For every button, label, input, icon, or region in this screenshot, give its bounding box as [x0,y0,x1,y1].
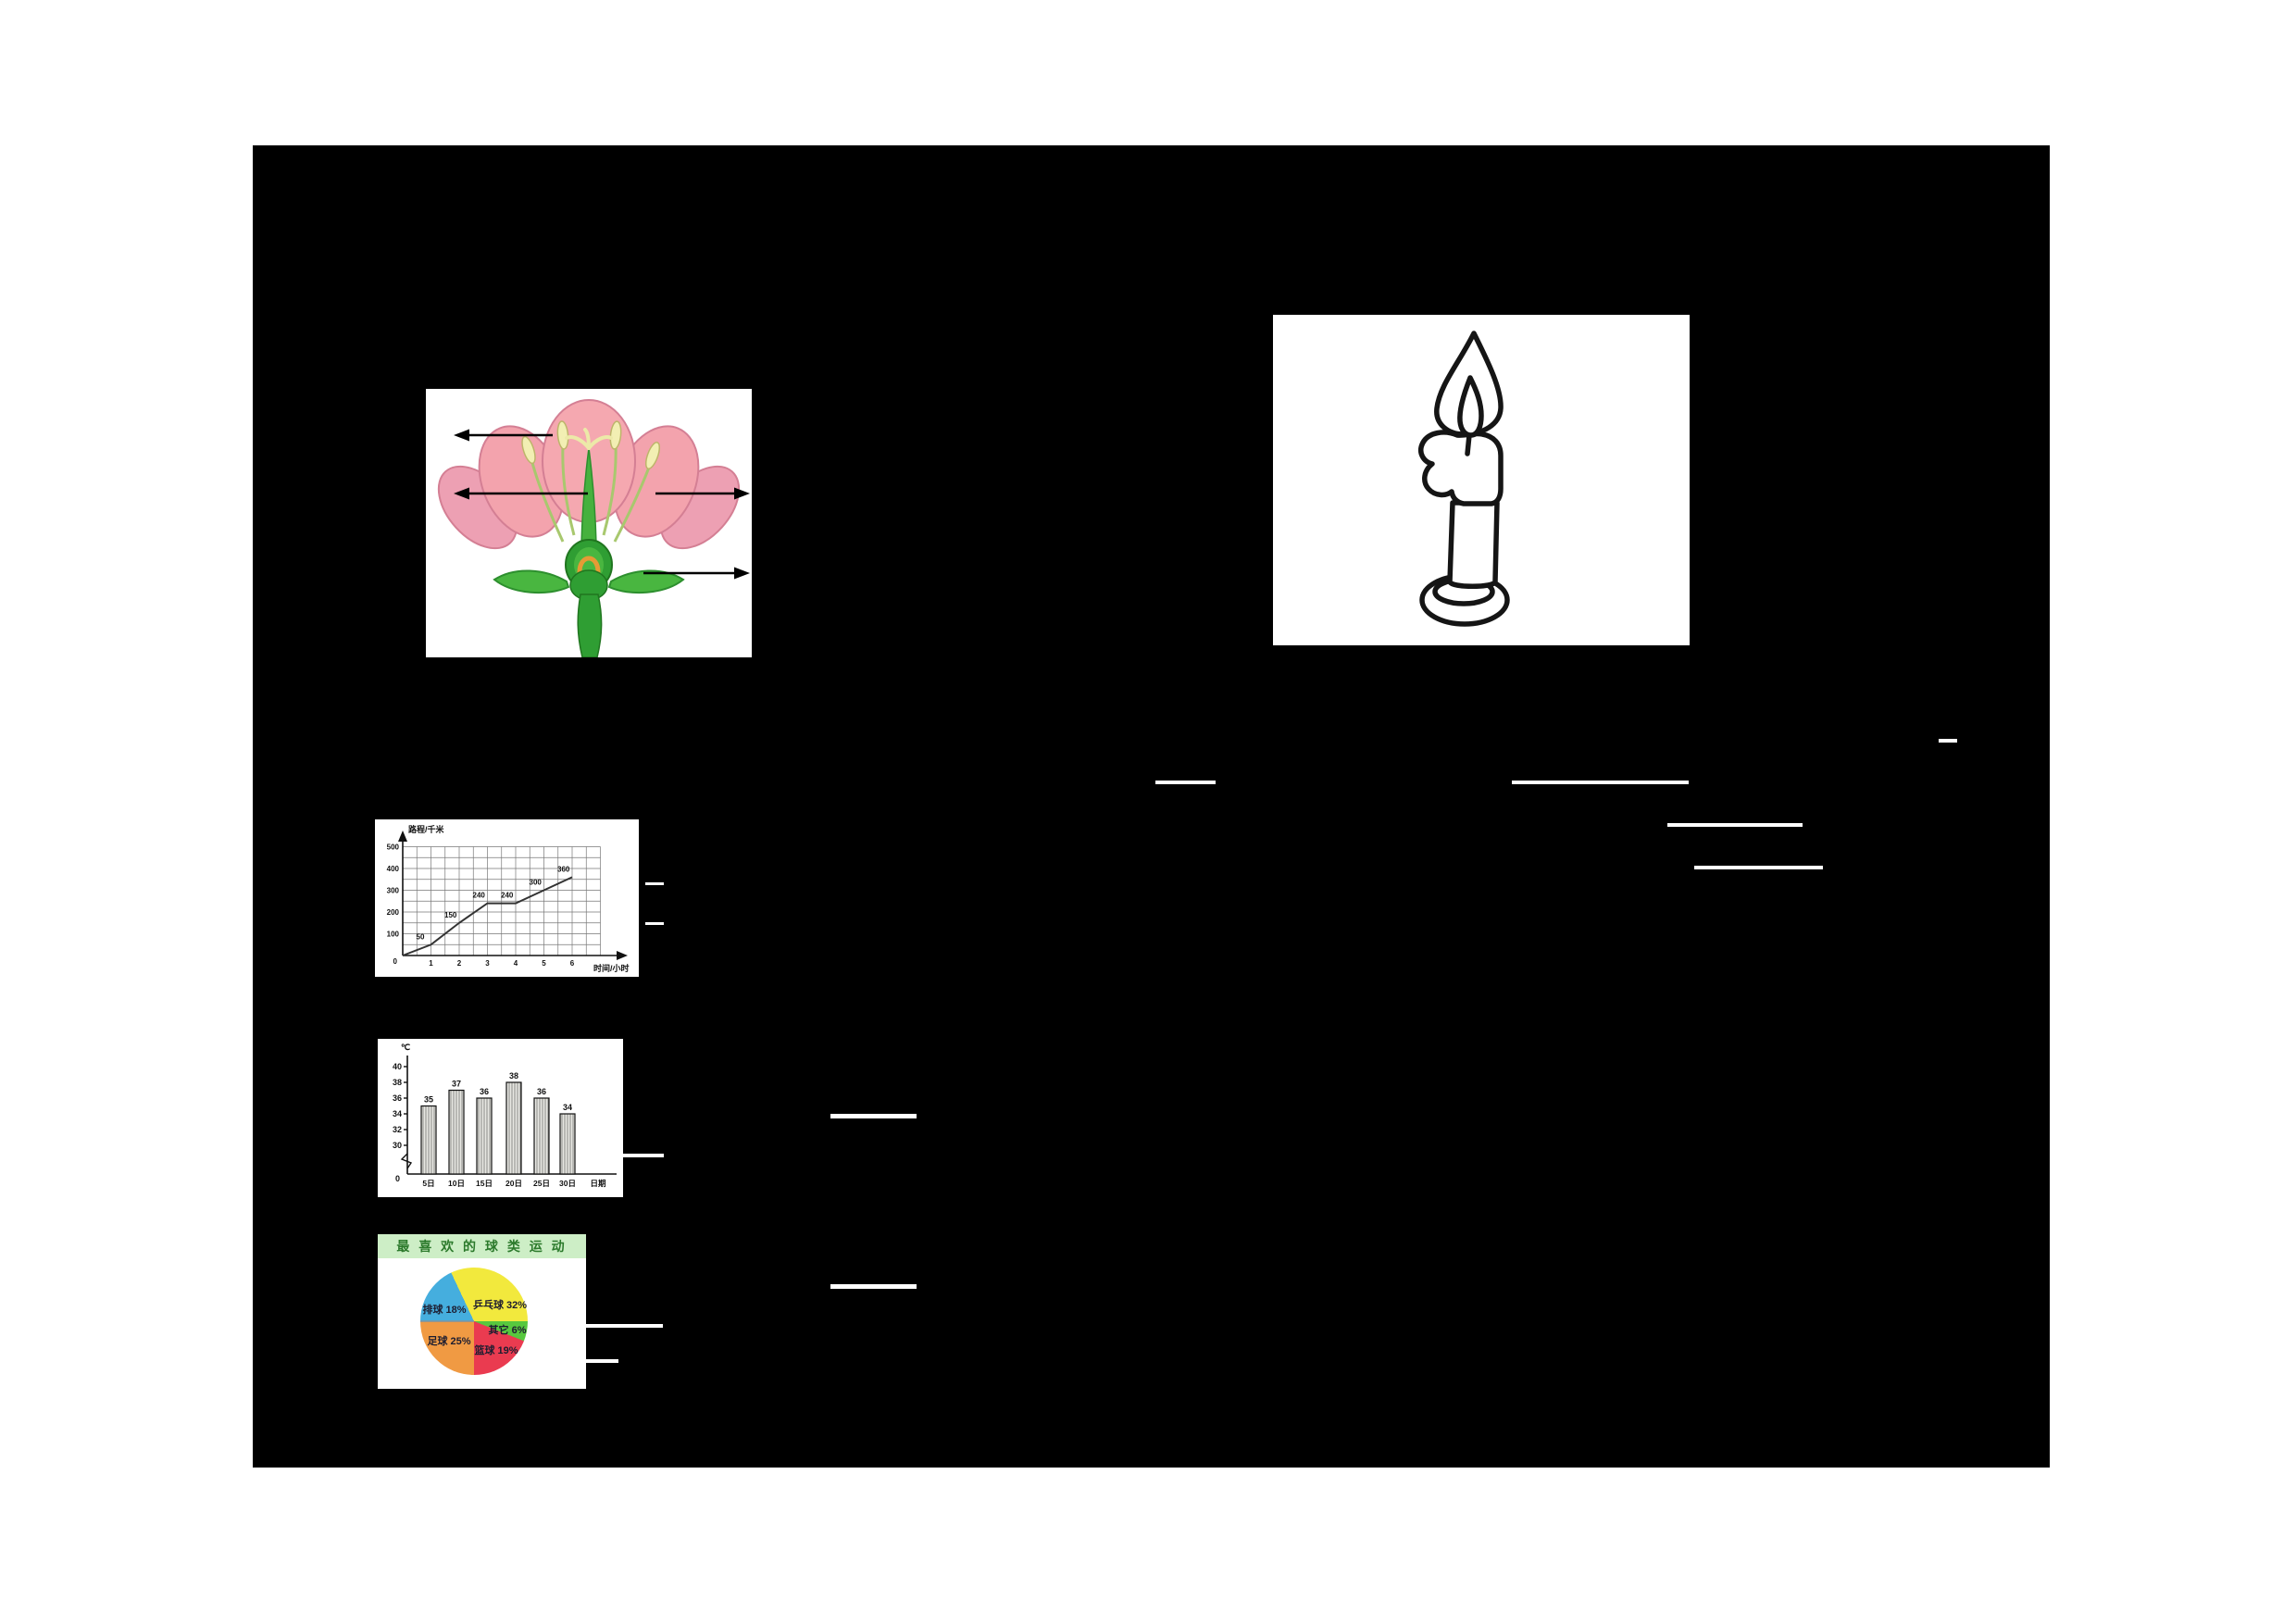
svg-text:35: 35 [424,1095,433,1105]
svg-text:300: 300 [387,887,400,895]
svg-text:400: 400 [387,865,400,873]
svg-text:5: 5 [542,959,546,968]
candle-figure [1273,315,1690,645]
label-arrows [454,429,750,580]
pie-slice-label: 排球 18% [422,1305,467,1316]
flower-stem [577,593,603,657]
svg-text:时间/小时: 时间/小时 [593,963,630,973]
svg-text:38: 38 [393,1078,402,1087]
svg-text:0: 0 [393,957,398,966]
svg-text:5日: 5日 [422,1179,434,1188]
svg-text:6: 6 [570,959,575,968]
label-arrow-right-middle [655,487,750,500]
ball-sports-pie-chart: 最 喜 欢 的 球 类 运 动 乒乓球 32% 其它 6% 篮球 19%足球 25%… [378,1234,586,1389]
flower-stamens [530,443,652,543]
answer-blank-line [830,1114,917,1118]
answer-blank-line [1512,781,1689,784]
svg-text:路程/千米: 路程/千米 [408,824,445,834]
flower-stigma [565,428,613,450]
svg-text:25日: 25日 [533,1179,550,1188]
bar-chart-plot: ℃ 0 30 32 34 36 38 40 35 5日 37 10日 36 15日 38 20日 36 25日 34… [378,1039,623,1197]
svg-text:0: 0 [395,1174,400,1183]
distance-time-line-chart: 路程/千米时间/小时 0 100 200 300 400 500 1 2 3 4 5 6 50 150 240… [375,819,639,977]
svg-text:240: 240 [501,892,514,900]
svg-text:100: 100 [387,931,400,939]
answer-blank-line [1694,866,1823,869]
svg-text:日期: 日期 [590,1179,606,1188]
label-arrow-left-middle [454,487,588,500]
svg-text:30: 30 [393,1141,402,1150]
svg-text:50: 50 [417,932,425,941]
flower-diagram-figure [426,389,752,657]
svg-text:200: 200 [387,908,400,917]
svg-text:360: 360 [557,865,570,873]
svg-text:15日: 15日 [476,1179,493,1188]
svg-text:36: 36 [537,1087,546,1096]
svg-text:1: 1 [429,959,433,968]
answer-blank-line [830,1284,917,1289]
svg-text:3: 3 [485,959,490,968]
svg-text:℃: ℃ [401,1043,410,1052]
answer-blank-line [645,882,664,885]
svg-text:34: 34 [393,1109,402,1118]
svg-text:40: 40 [393,1062,402,1071]
svg-text:20日: 20日 [505,1179,522,1188]
flower-sepals [493,569,685,594]
answer-blank-line [586,1359,618,1363]
svg-text:32: 32 [393,1125,402,1134]
svg-text:240: 240 [473,892,486,900]
temperature-bar-chart: ℃ 0 30 32 34 36 38 40 35 5日 37 10日 36 15日 38 20日 36 25日 34… [378,1039,623,1197]
candle-wick [1465,432,1472,456]
label-arrow-left-top [454,429,553,442]
burning-candle-illustration [1418,331,1510,627]
svg-text:30日: 30日 [559,1179,576,1188]
candle-body [1447,500,1500,589]
answer-blank-line [623,1154,664,1157]
svg-text:36: 36 [393,1093,402,1103]
pie-chart-title: 最 喜 欢 的 球 类 运 动 [378,1234,586,1258]
label-arrow-right-bottom [643,567,750,580]
answer-blank-line [1939,739,1957,743]
pie-slice-label: 其它 6% [488,1325,527,1336]
svg-text:10日: 10日 [448,1179,465,1188]
pie-slice-label: 足球 25% [427,1336,471,1347]
svg-text:37: 37 [452,1080,461,1089]
svg-text:34: 34 [563,1103,572,1112]
svg-text:4: 4 [514,959,518,968]
answer-blank-line [586,1324,663,1328]
svg-text:500: 500 [387,843,400,852]
flower-structure-illustration [437,399,750,657]
svg-text:150: 150 [444,911,457,919]
answer-blank-line [1667,823,1803,827]
flower-anthers [521,420,661,469]
svg-text:36: 36 [480,1087,489,1096]
candle-flame-inner [1457,375,1484,438]
candle-wax-drip [1418,430,1504,506]
svg-text:300: 300 [530,879,543,887]
pie-divider-line [420,1320,474,1322]
svg-text:38: 38 [509,1071,518,1081]
pie-slice-label: 乒乓球 32% [472,1300,528,1311]
svg-text:2: 2 [457,959,462,968]
answer-blank-line [1155,781,1216,784]
pie-slice-label: 篮球 19% [474,1345,518,1356]
answer-blank-line [645,922,664,925]
